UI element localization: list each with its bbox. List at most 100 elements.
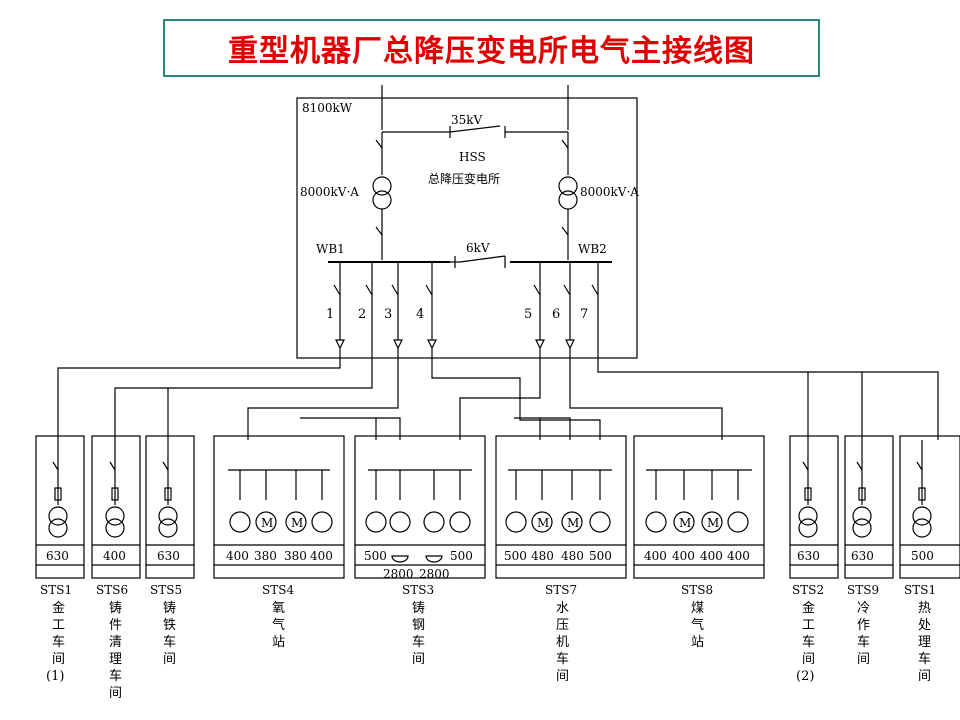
hss-boundary (296, 97, 638, 359)
feeder-label-3: 3 (384, 307, 392, 322)
motor-symbol: M (567, 516, 579, 530)
bus-6kv-label: 6kV (466, 241, 490, 255)
station-name-char: 车 (857, 634, 870, 650)
station-id: STS9 (847, 583, 879, 597)
rating-sts7-4: 500 (589, 549, 612, 563)
station-name-char: 铸 (412, 600, 425, 616)
feeder-label-5: 5 (524, 307, 532, 322)
station-name-char: 间 (412, 652, 425, 667)
station-id: STS8 (681, 583, 713, 597)
station-name-char: 水 (556, 601, 569, 616)
rating-sts3-2: 500 (450, 549, 473, 563)
sub-sts3-2: 2800 (419, 567, 450, 581)
hss-name: 总降压变电所 (428, 171, 500, 186)
station-sts2 (789, 435, 839, 579)
station-id: STS1 (904, 583, 936, 597)
feeder-7 (591, 262, 599, 320)
station-name-char: 车 (802, 634, 815, 650)
station-name-char: 间 (163, 652, 176, 667)
motor-symbol: M (261, 516, 273, 530)
line-feeder3 (247, 348, 399, 440)
station-sts1 (35, 435, 85, 579)
station-name-char: 车 (109, 668, 122, 684)
bus-wb1-label: WB1 (316, 242, 345, 256)
station-sts8 (633, 435, 765, 579)
feeder-label-1: 1 (326, 307, 334, 322)
station-sts5 (145, 435, 195, 579)
diagram-title: 重型机器厂总降压变电所电气主接线图 (163, 19, 820, 77)
feeder-label-2: 2 (358, 307, 366, 322)
station-name-char: 清 (109, 635, 122, 650)
station-name-char: 车 (412, 634, 425, 650)
feeder-2 (365, 262, 373, 320)
station-name-char: 铁 (163, 618, 176, 633)
station-name-char: 理 (918, 635, 931, 650)
rating-sts8-2: 400 (672, 549, 695, 563)
motor-symbol: M (707, 516, 719, 530)
feeder-label-7: 7 (580, 307, 588, 322)
rating-sts4-2: 380 (254, 549, 277, 563)
rating-sts6: 400 (103, 549, 126, 563)
sub-sts3-1: 2800 (383, 567, 414, 581)
rating-sts9: 630 (851, 549, 874, 563)
station-id: STS2 (792, 583, 824, 597)
feeder-4 (425, 262, 437, 350)
motor-symbol: M (679, 516, 691, 530)
station-name-char: 气 (691, 617, 704, 633)
rating-sts5: 630 (157, 549, 180, 563)
line-feeder4 (431, 348, 601, 440)
motor-symbol: M (291, 516, 303, 530)
station-sts6 (91, 435, 141, 579)
station-id: STS1 (40, 583, 72, 597)
rating-sts7-3: 480 (561, 549, 584, 563)
feeder-3 (391, 262, 403, 350)
station-name-char: 车 (163, 634, 176, 650)
motor-symbol: M (537, 516, 549, 530)
feeder-6 (563, 262, 575, 350)
station-name-char: (2) (796, 669, 814, 684)
rating-sts8-1: 400 (644, 549, 667, 563)
transformer-right-rating: 8000kV·A (580, 185, 639, 199)
station-name-char: 间 (109, 686, 122, 701)
station-sts4 (213, 435, 345, 579)
bus-35kv-label: 35kV (451, 113, 483, 127)
station-name-char: 间 (802, 652, 815, 667)
rating-sts8-3: 400 (700, 549, 723, 563)
station-name-char: 间 (857, 652, 870, 667)
rating-sts7-1: 500 (504, 549, 527, 563)
rating-sts1: 630 (46, 549, 69, 563)
station-id: STS3 (402, 583, 434, 597)
station-id: STS6 (96, 583, 128, 597)
station-name-char: 车 (52, 634, 65, 650)
station-name-char: 站 (272, 635, 285, 650)
line-feeder7 (597, 320, 939, 440)
station-name-char: 间 (52, 652, 65, 667)
line-feeder2b (167, 388, 169, 440)
station-name-char: 车 (918, 651, 931, 667)
station-name-char: 铸 (163, 600, 176, 616)
station-name-char: 钢 (412, 618, 425, 633)
station-name-char: 站 (691, 635, 704, 650)
rating-sts2: 630 (797, 549, 820, 563)
station-id: STS5 (150, 583, 182, 597)
station-sts3 (354, 435, 486, 579)
rating-sts1-heat: 500 (911, 549, 934, 563)
station-sts7 (495, 435, 627, 579)
station-name-char: 煤 (691, 601, 704, 616)
station-name-char: 热 (918, 601, 931, 616)
station-name-char: 处 (918, 618, 931, 633)
bus-wb2-label: WB2 (578, 242, 607, 256)
feeder-1 (333, 262, 345, 350)
rating-sts3-1: 500 (364, 549, 387, 563)
rating-sts4-1: 400 (226, 549, 249, 563)
line-feeder5 (459, 348, 541, 440)
station-name-char: 冷 (857, 601, 870, 616)
station-name-char: 间 (918, 669, 931, 684)
line-feeder6 (569, 348, 723, 440)
station-name-char: 间 (556, 669, 569, 684)
rating-sts4-4: 400 (310, 549, 333, 563)
station-name-char: 工 (802, 618, 815, 633)
feeder-label-6: 6 (552, 307, 560, 322)
station-id: STS4 (262, 583, 294, 597)
station-name-char: (1) (46, 669, 64, 684)
